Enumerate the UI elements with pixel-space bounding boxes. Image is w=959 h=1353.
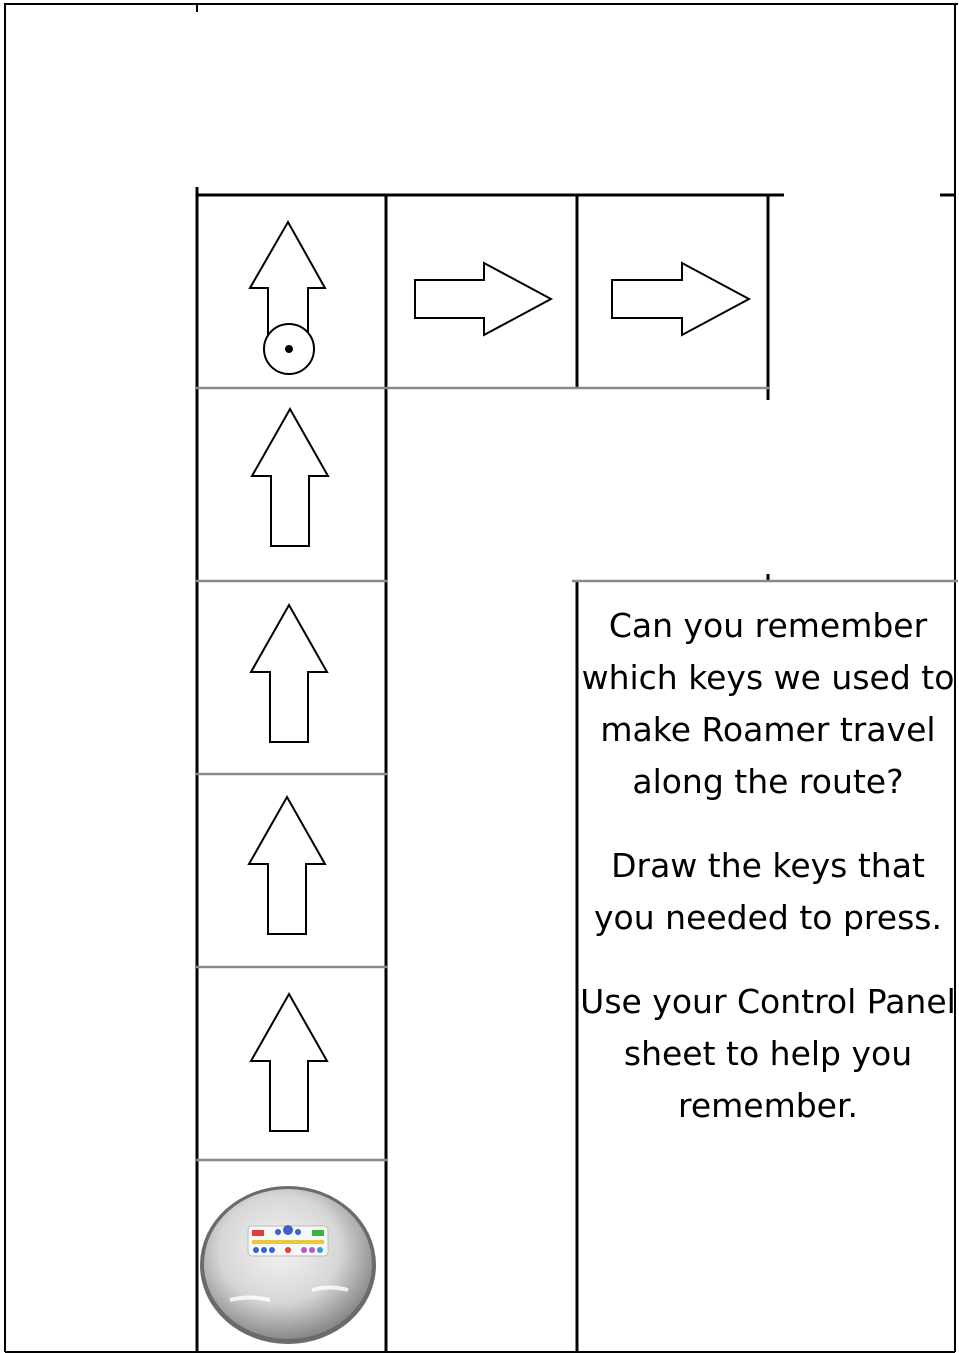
- up-arrow-icon: [249, 991, 329, 1132]
- question-text: Can you remember which keys we used to m…: [581, 606, 955, 801]
- up-arrow-icon: [247, 794, 327, 935]
- grid-divider-lines: [196, 386, 958, 1162]
- roamer-robot-icon: [200, 1186, 376, 1344]
- up-arrow-icon: [248, 219, 327, 341]
- up-arrow-icon: [249, 602, 329, 743]
- start-circle-icon: [263, 323, 315, 375]
- right-arrow-icon: [414, 261, 554, 337]
- right-arrow-icon: [611, 261, 752, 337]
- hint-text: Use your Control Panel sheet to help you…: [580, 982, 956, 1125]
- instructions-panel: Can you remember which keys we used to m…: [578, 600, 958, 1164]
- page-border: [4, 3, 958, 1353]
- up-arrow-icon: [250, 406, 330, 547]
- task-text: Draw the keys that you needed to press.: [594, 846, 942, 937]
